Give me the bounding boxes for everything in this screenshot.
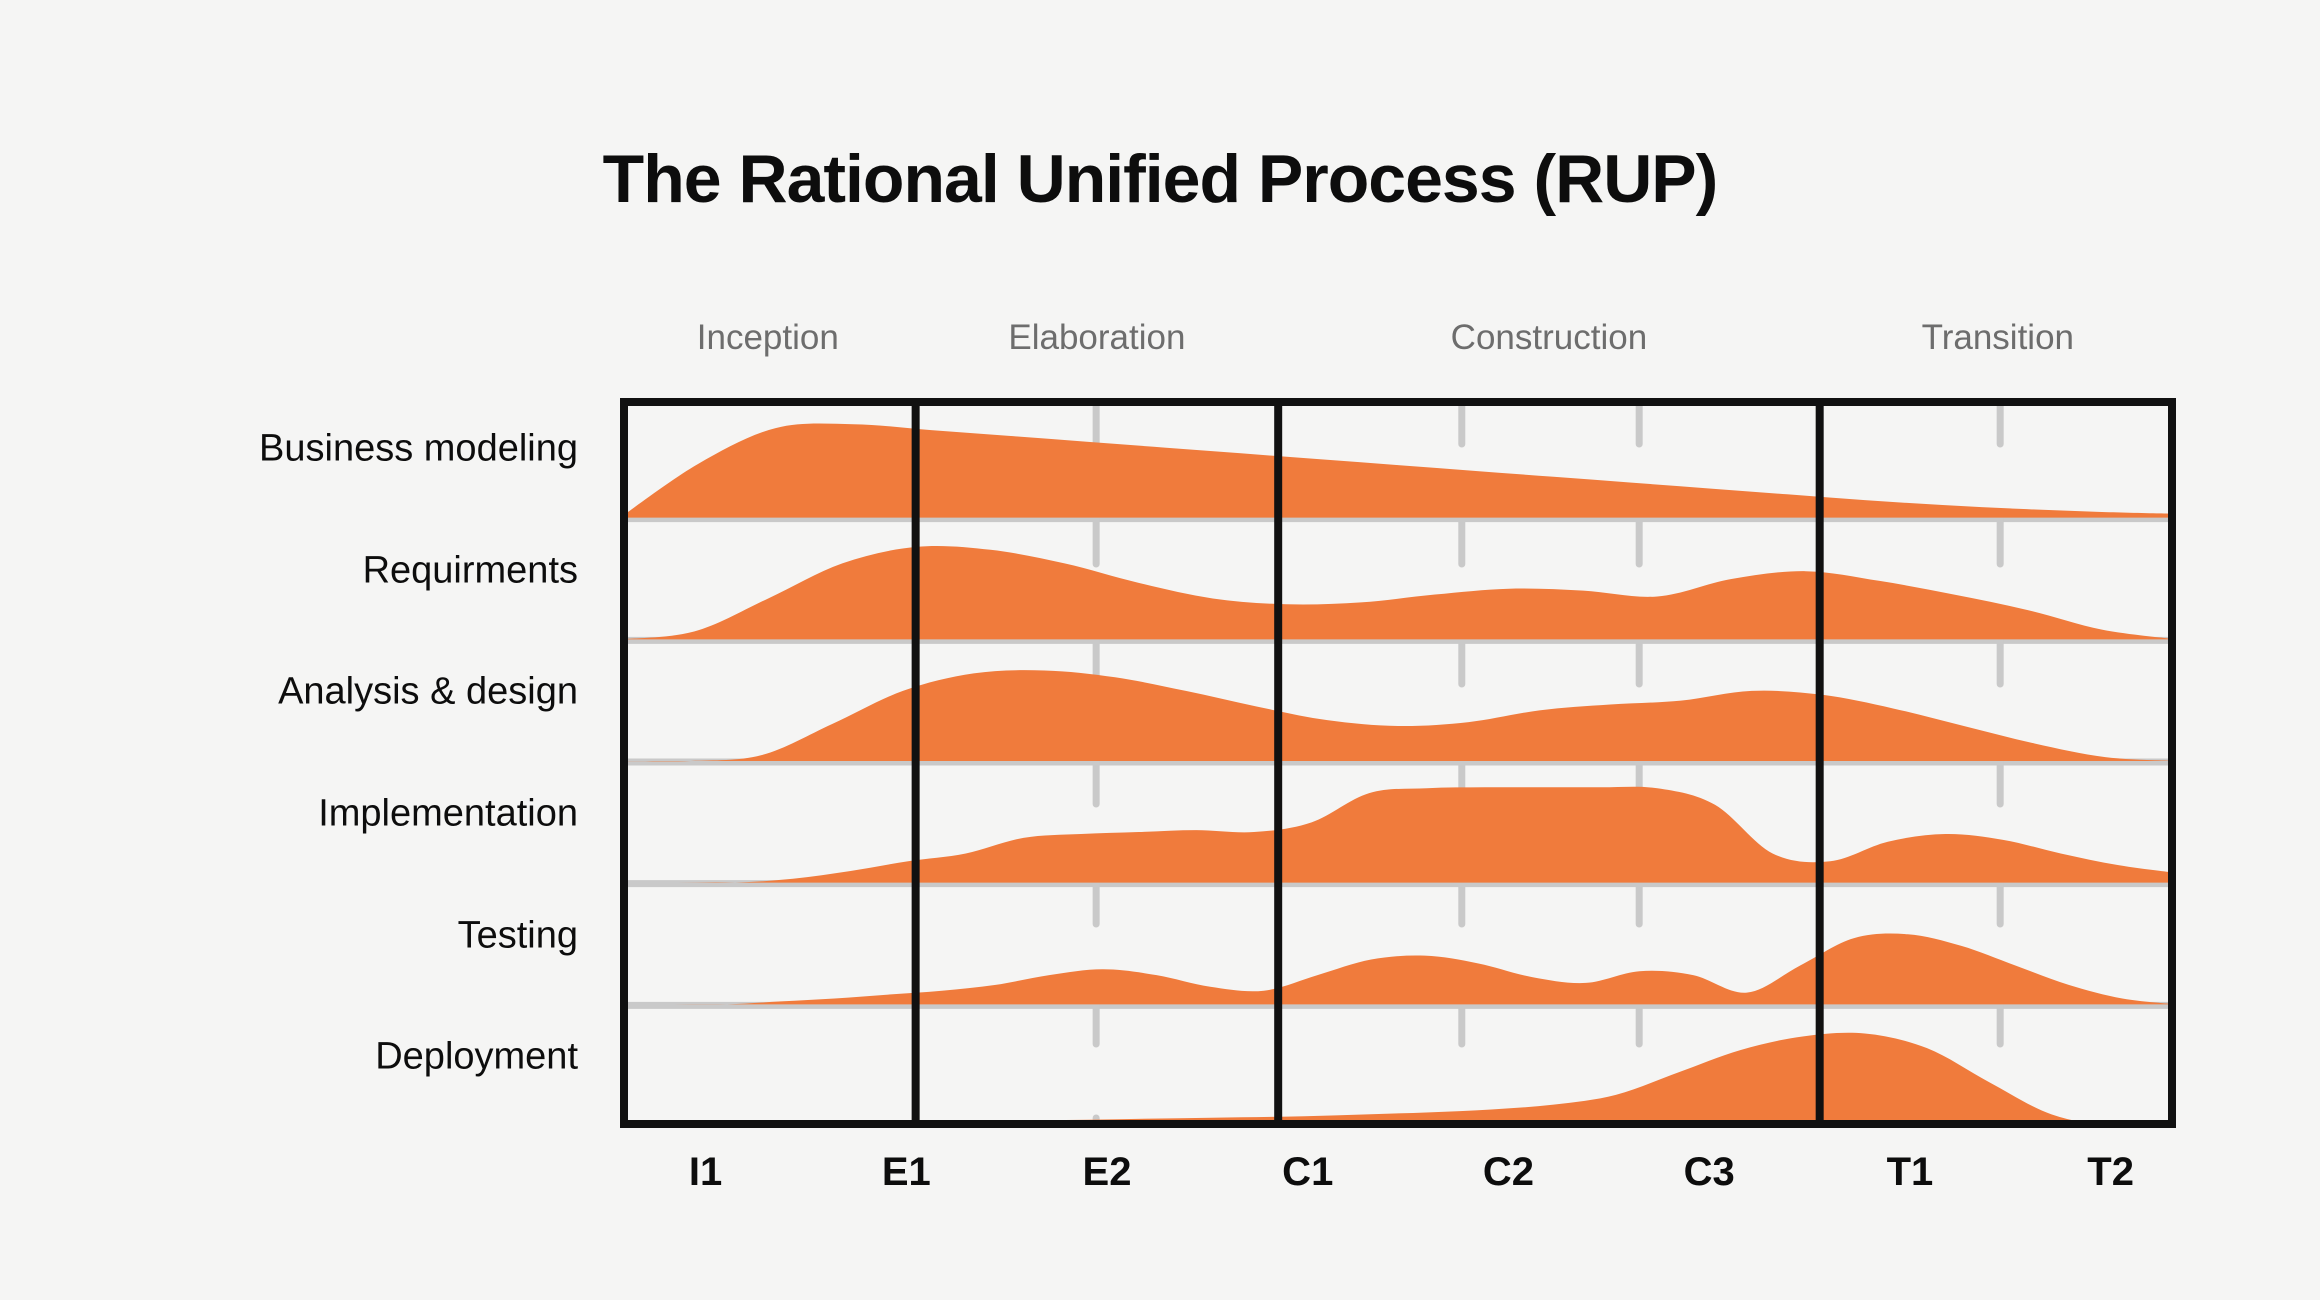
page-title: The Rational Unified Process (RUP) — [602, 141, 1719, 217]
discipline-label-business-modeling: Business modeling — [259, 427, 578, 470]
discipline-label-deployment: Deployment — [375, 1035, 578, 1078]
iteration-label-row: I1 E1 E2 C1 C2 C3 T1 T2 — [620, 1150, 2176, 1210]
hump-requirments — [620, 545, 2176, 640]
iteration-label-c2: C2 — [1482, 1150, 1535, 1194]
discipline-label-analysis-design: Analysis & design — [278, 670, 578, 713]
iteration-label-e2: E2 — [1082, 1150, 1132, 1194]
phase-label-elaboration: Elaboration — [1008, 318, 1186, 357]
iteration-label-e1: E1 — [881, 1150, 931, 1194]
iteration-label-t1: T1 — [1886, 1150, 1934, 1194]
discipline-label-implementation: Implementation — [318, 792, 578, 835]
phase-label-construction: Construction — [1450, 318, 1648, 357]
iteration-label-i1: I1 — [688, 1150, 723, 1194]
hump-business-modeling — [620, 423, 2176, 518]
rup-hump-chart — [620, 398, 2176, 1128]
iteration-label-c3: C3 — [1683, 1150, 1735, 1194]
chart-svg — [620, 398, 2176, 1128]
discipline-label-testing: Testing — [457, 914, 578, 957]
hump-testing — [620, 933, 2176, 1005]
chart-frame — [620, 398, 2176, 1128]
hump-deployment — [620, 1032, 2176, 1127]
phase-label-transition: Transition — [1921, 318, 2075, 357]
phase-label-row: Inception Elaboration Construction Transiti… — [620, 318, 2176, 368]
discipline-label-requirments: Requirments — [362, 549, 578, 592]
hump-implementation — [620, 786, 2176, 883]
iteration-label-c1: C1 — [1282, 1150, 1334, 1194]
iteration-label-t2: T2 — [2087, 1150, 2134, 1194]
phase-label-inception: Inception — [696, 318, 839, 357]
hump-analysis-design — [620, 670, 2176, 762]
